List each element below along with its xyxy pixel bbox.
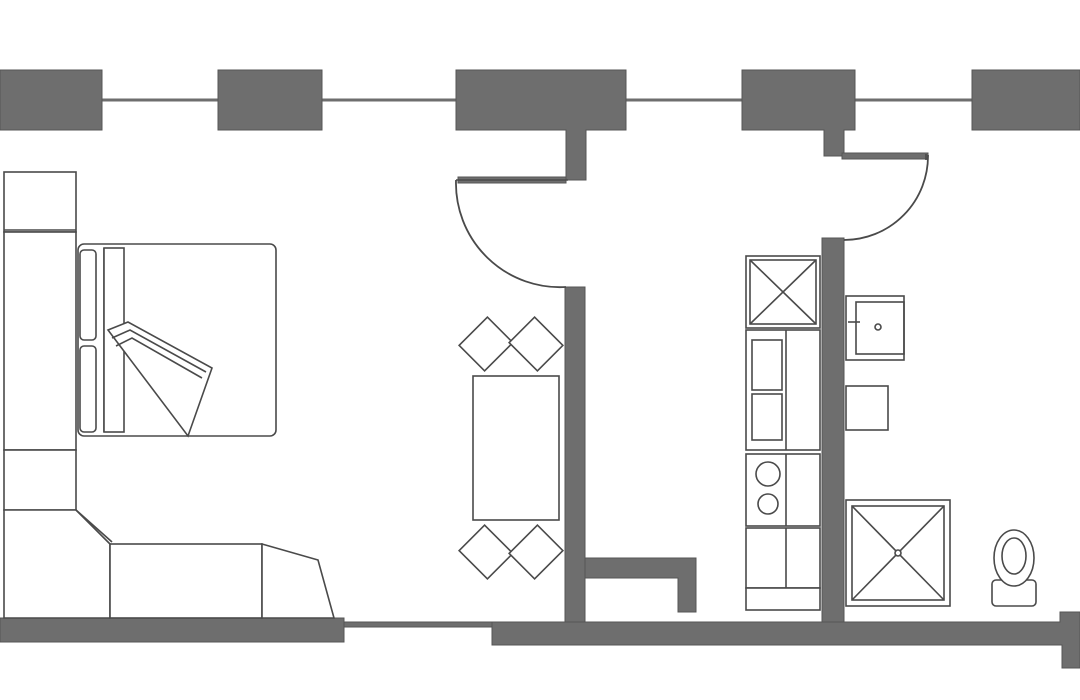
- wall-pier: [455, 69, 627, 181]
- doors: [455, 154, 929, 289]
- toilet: [991, 529, 1037, 607]
- chair: [457, 315, 515, 373]
- door-swing: [843, 154, 929, 241]
- double-bed: [77, 243, 277, 438]
- wall-pier: [741, 69, 856, 157]
- door-swing: [455, 179, 567, 289]
- walls: [0, 69, 1080, 669]
- wall-partition: [821, 237, 845, 623]
- wall-stub: [841, 152, 929, 160]
- wall-bottom: [0, 617, 345, 643]
- kitchen-counter: [745, 255, 821, 611]
- wall-pier: [217, 69, 323, 131]
- sink: [751, 339, 783, 391]
- dining-table: [472, 375, 560, 521]
- dining-set: [457, 315, 565, 581]
- wall-pier: [971, 69, 1080, 131]
- washbasin: [845, 295, 905, 361]
- wall-closet: [584, 557, 697, 613]
- wardrobe: [3, 171, 77, 511]
- wall-partition: [564, 286, 586, 623]
- stove: [745, 453, 821, 527]
- sofa: [3, 509, 336, 619]
- cabinet: [845, 385, 889, 431]
- wall-bottom: [491, 611, 1080, 669]
- chair: [507, 315, 565, 373]
- wall-pier: [0, 69, 103, 131]
- chair: [507, 523, 565, 581]
- shower: [845, 499, 951, 607]
- wall-bottom: [343, 621, 493, 628]
- chair: [457, 523, 515, 581]
